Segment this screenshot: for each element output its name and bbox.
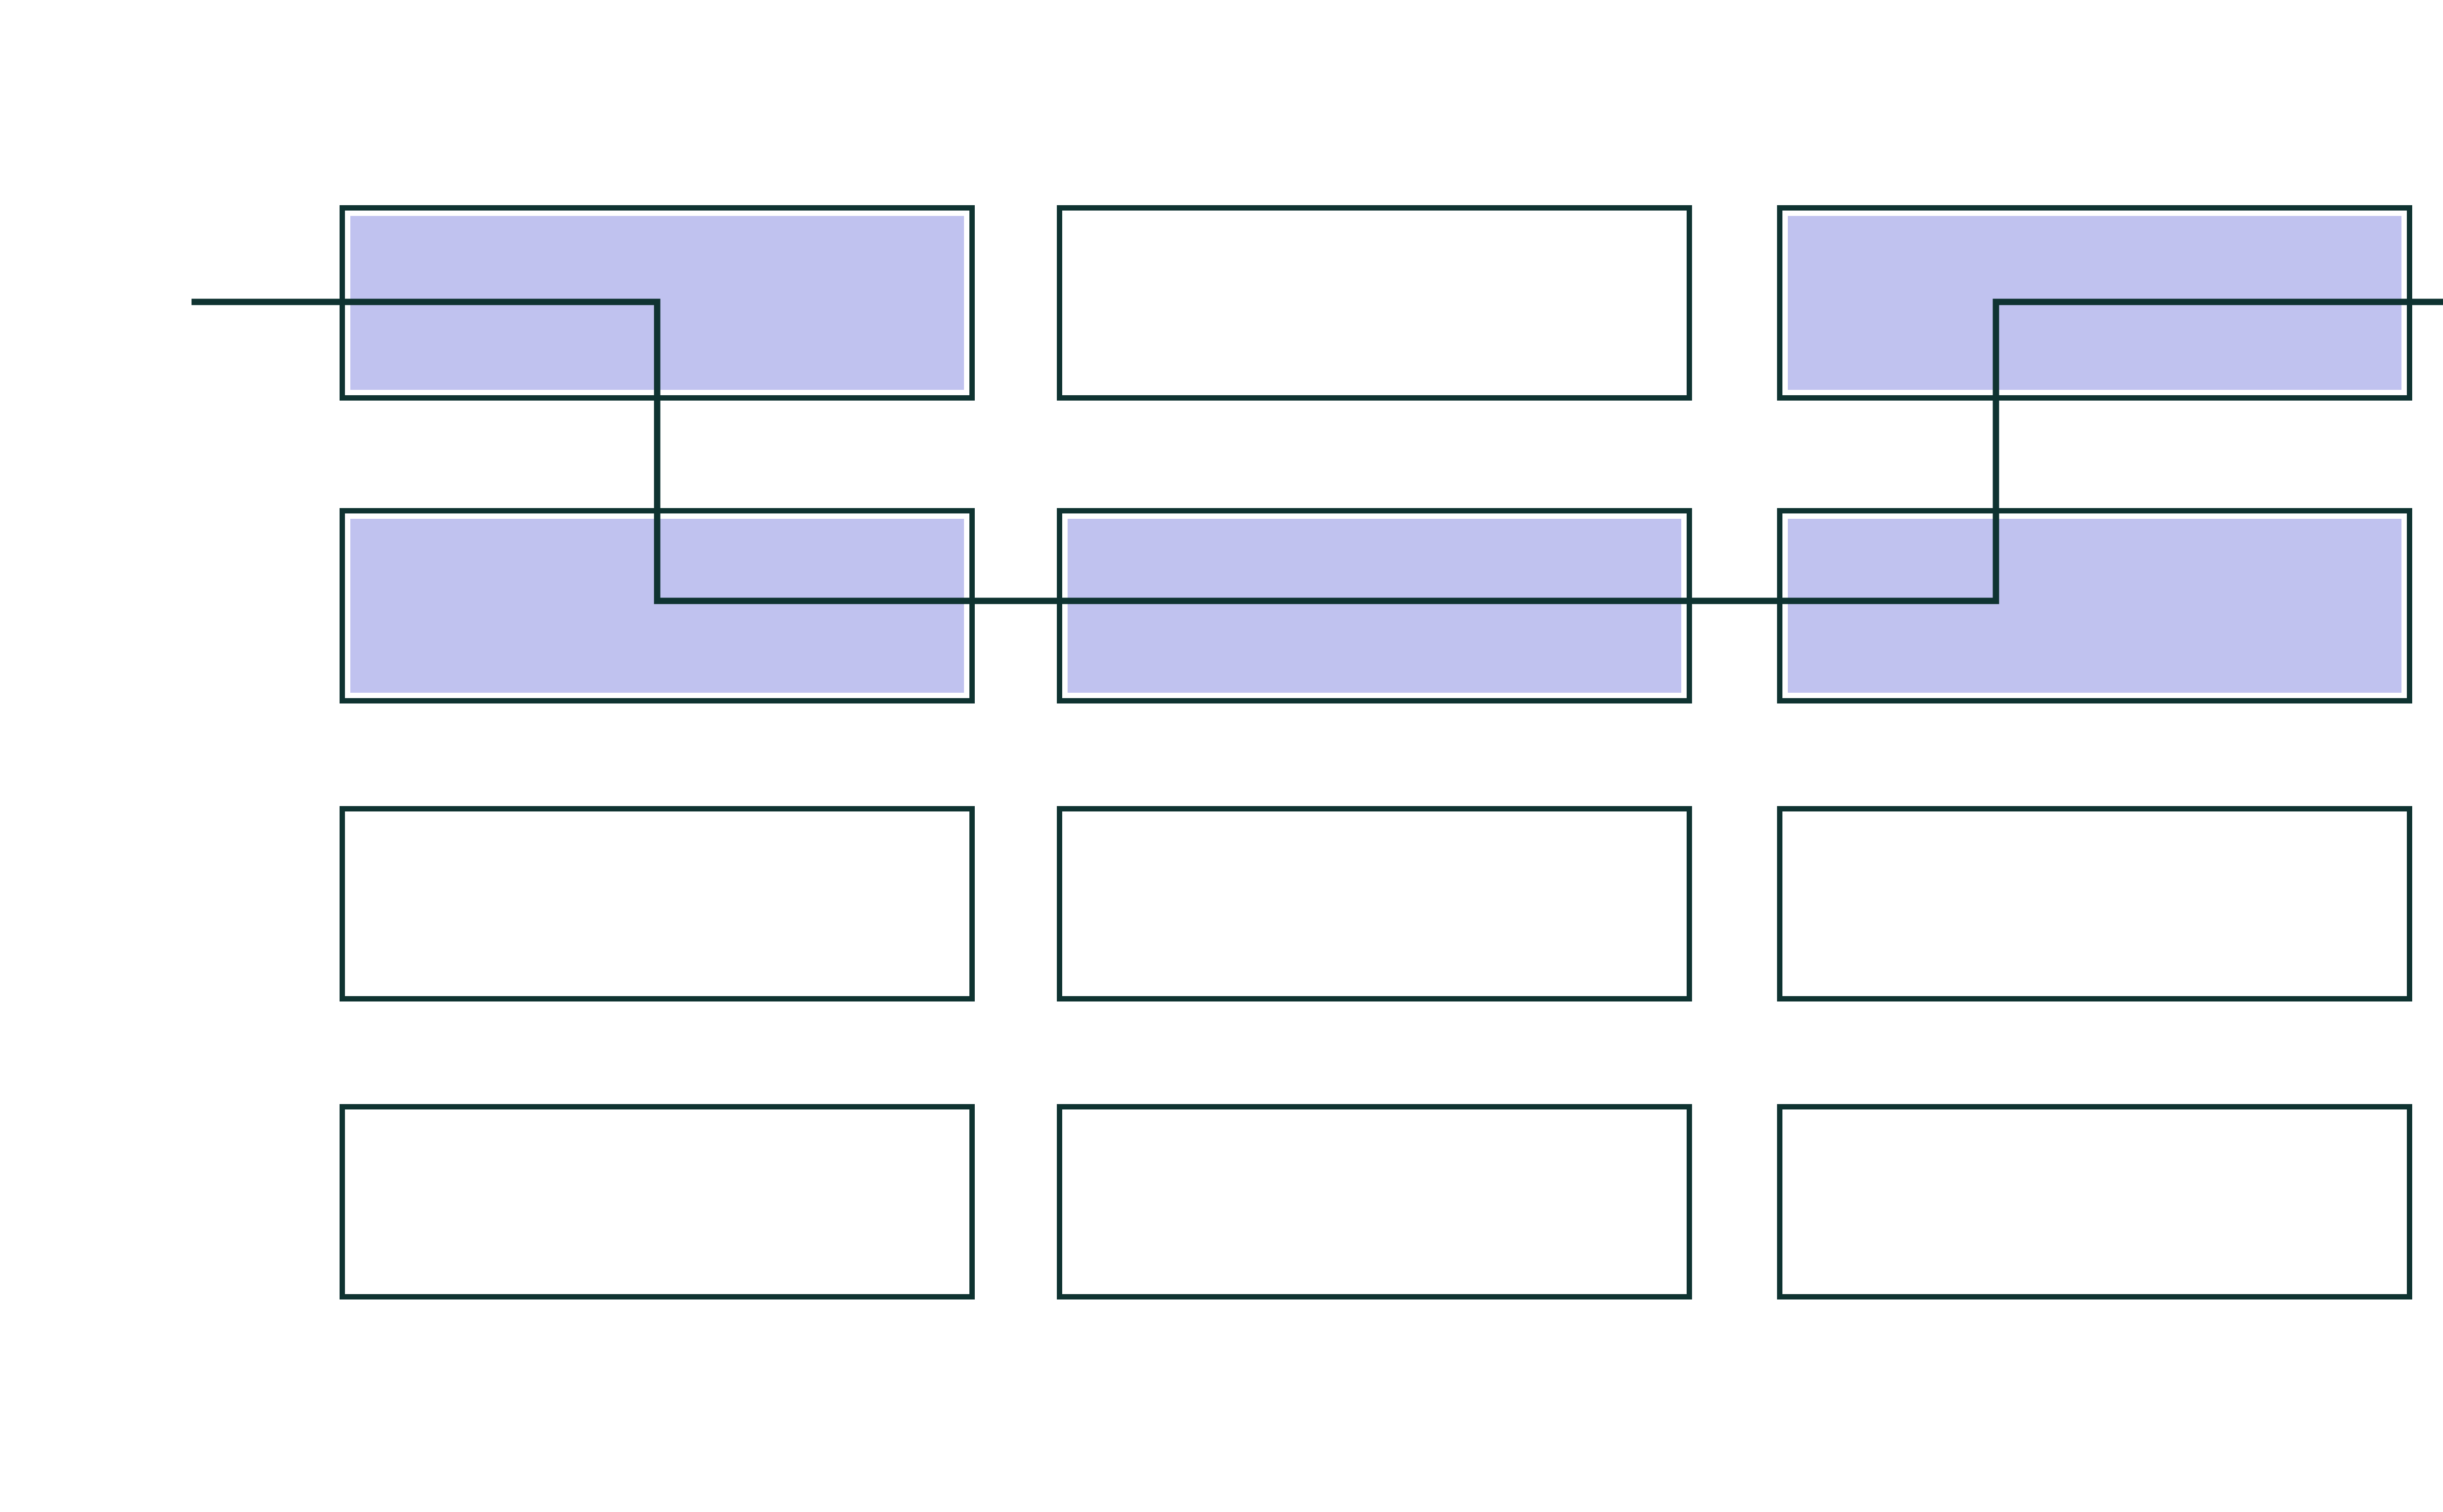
grid-cell[interactable]: [1057, 806, 1692, 1001]
cell-background: [1059, 208, 1690, 398]
cell-fill: [1068, 519, 1681, 693]
cell-outline: [1057, 1104, 1692, 1299]
grid-cell[interactable]: [1057, 508, 1692, 703]
connector-line[interactable]: [192, 298, 2443, 1202]
cell-outline: [1777, 508, 2412, 703]
cell-background: [1779, 1107, 2410, 1297]
grid-cell[interactable]: [1777, 1104, 2412, 1299]
grid-cell[interactable]: [1057, 205, 1692, 401]
grid-cell[interactable]: [340, 806, 975, 1001]
grid-cell[interactable]: [1777, 508, 2412, 703]
cell-fill: [1788, 519, 2401, 693]
cell-outline: [340, 806, 975, 1001]
cell-background: [1059, 1107, 1690, 1297]
cell-outline: [1057, 508, 1692, 703]
cell-outline: [1777, 806, 2412, 1001]
cell-background: [1059, 809, 1690, 999]
cell-outline: [340, 1104, 975, 1299]
cell-outline: [1057, 205, 1692, 401]
cell-outline: [1777, 1104, 2412, 1299]
cell-background: [1779, 809, 2410, 999]
cell-outline: [1057, 806, 1692, 1001]
cell-background: [342, 1107, 972, 1297]
connector-layer: [192, 298, 2443, 1202]
cells-layer: [340, 205, 2412, 1299]
grid-cell[interactable]: [340, 1104, 975, 1299]
grid-cell[interactable]: [1057, 1104, 1692, 1299]
cell-background: [342, 809, 972, 999]
grid-cell[interactable]: [1777, 806, 2412, 1001]
